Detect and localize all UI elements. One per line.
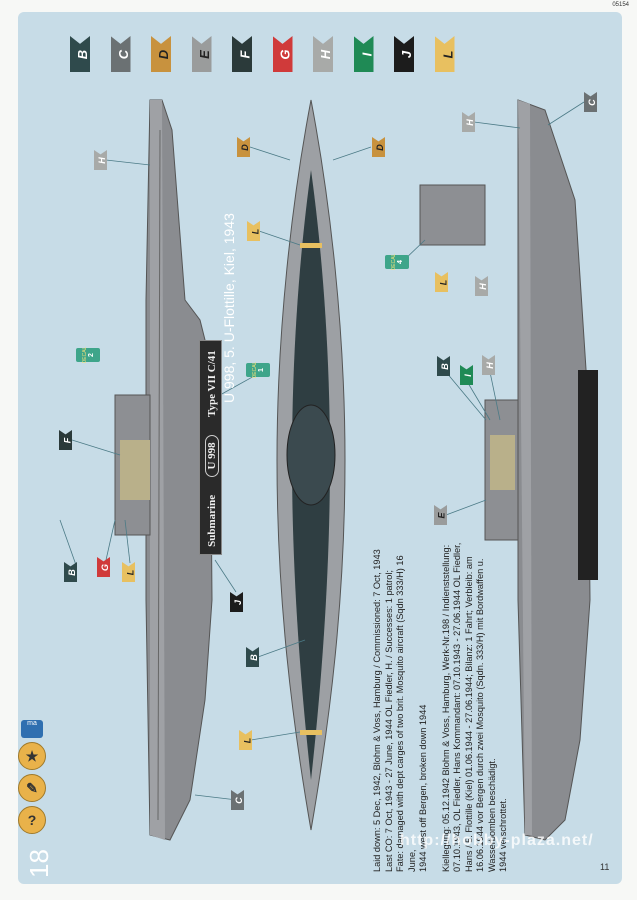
page-number-right: 11 [600,862,610,872]
marker-l: L [239,730,252,750]
decal-icon: ★ [18,742,46,770]
legend-flag-h: H [313,36,333,72]
marker-e: E [434,505,447,525]
brush-icon: ✎ [18,774,46,802]
legend-flag-b: B [70,36,90,72]
callout-lines [59,101,585,801]
marker-b: B [246,647,259,667]
page-title: U 998, 5. U-Flottille, Kiel, 1943 [221,213,237,403]
history-german: Kiellegung: 05.12.1942 Blohm & Voss, Ham… [440,542,509,872]
marker-l: L [247,221,260,241]
marker-c: C [231,790,244,810]
legend-flag-i: I [353,36,374,72]
nameplate-class: Type VII C/41 [205,350,218,418]
marker-d: D [237,137,250,157]
marker-l: L [122,562,135,582]
marker-h: H [462,112,475,132]
color-legend: B C D E F G H I J L [70,36,455,72]
paint-pot-icon: ma [21,720,43,738]
marker-g: G [97,557,110,577]
submarine-side-view-left [114,99,213,841]
submarine-side-view-right [419,99,598,841]
legend-flag-j: J [394,36,414,72]
legend-flag-l: L [434,36,455,72]
question-icon: ? [18,806,46,834]
nameplate: Submarine U 998 Type VII C/41 [199,340,222,555]
legend-flag-d: D [151,36,171,72]
marker-h: H [94,150,107,170]
marker-i: I [460,365,473,385]
page-number-left: 18 [24,849,54,878]
nameplate-type: Submarine [205,494,218,547]
instruction-icons: ma ★ ✎ ? [18,720,46,834]
marker-j: J [230,592,243,612]
legend-flag-e: E [191,36,212,72]
watermark: http://hobby-plaza.net/ [400,832,594,849]
legend-flag-c: C [110,36,131,72]
marker-f: F [59,430,72,450]
marker-c: C [584,92,597,112]
marker-b: B [437,356,450,376]
legend-flag-f: F [232,36,252,72]
nameplate-number: U 998 [204,435,219,477]
marker-b: B [64,562,77,582]
history-text: Laid down: 5 Dec, 1942, Blohm & Voss, Ha… [372,532,517,872]
submarine-top-view [276,99,346,831]
kit-code: 05154 [612,2,629,8]
marker-h: H [475,276,488,296]
marker-l: L [435,272,448,292]
marker-d: D [372,137,385,157]
marker-h: H [482,355,495,375]
history-english: Laid down: 5 Dec, 1942, Blohm & Voss, Ha… [372,549,428,872]
legend-flag-g: G [272,36,293,72]
